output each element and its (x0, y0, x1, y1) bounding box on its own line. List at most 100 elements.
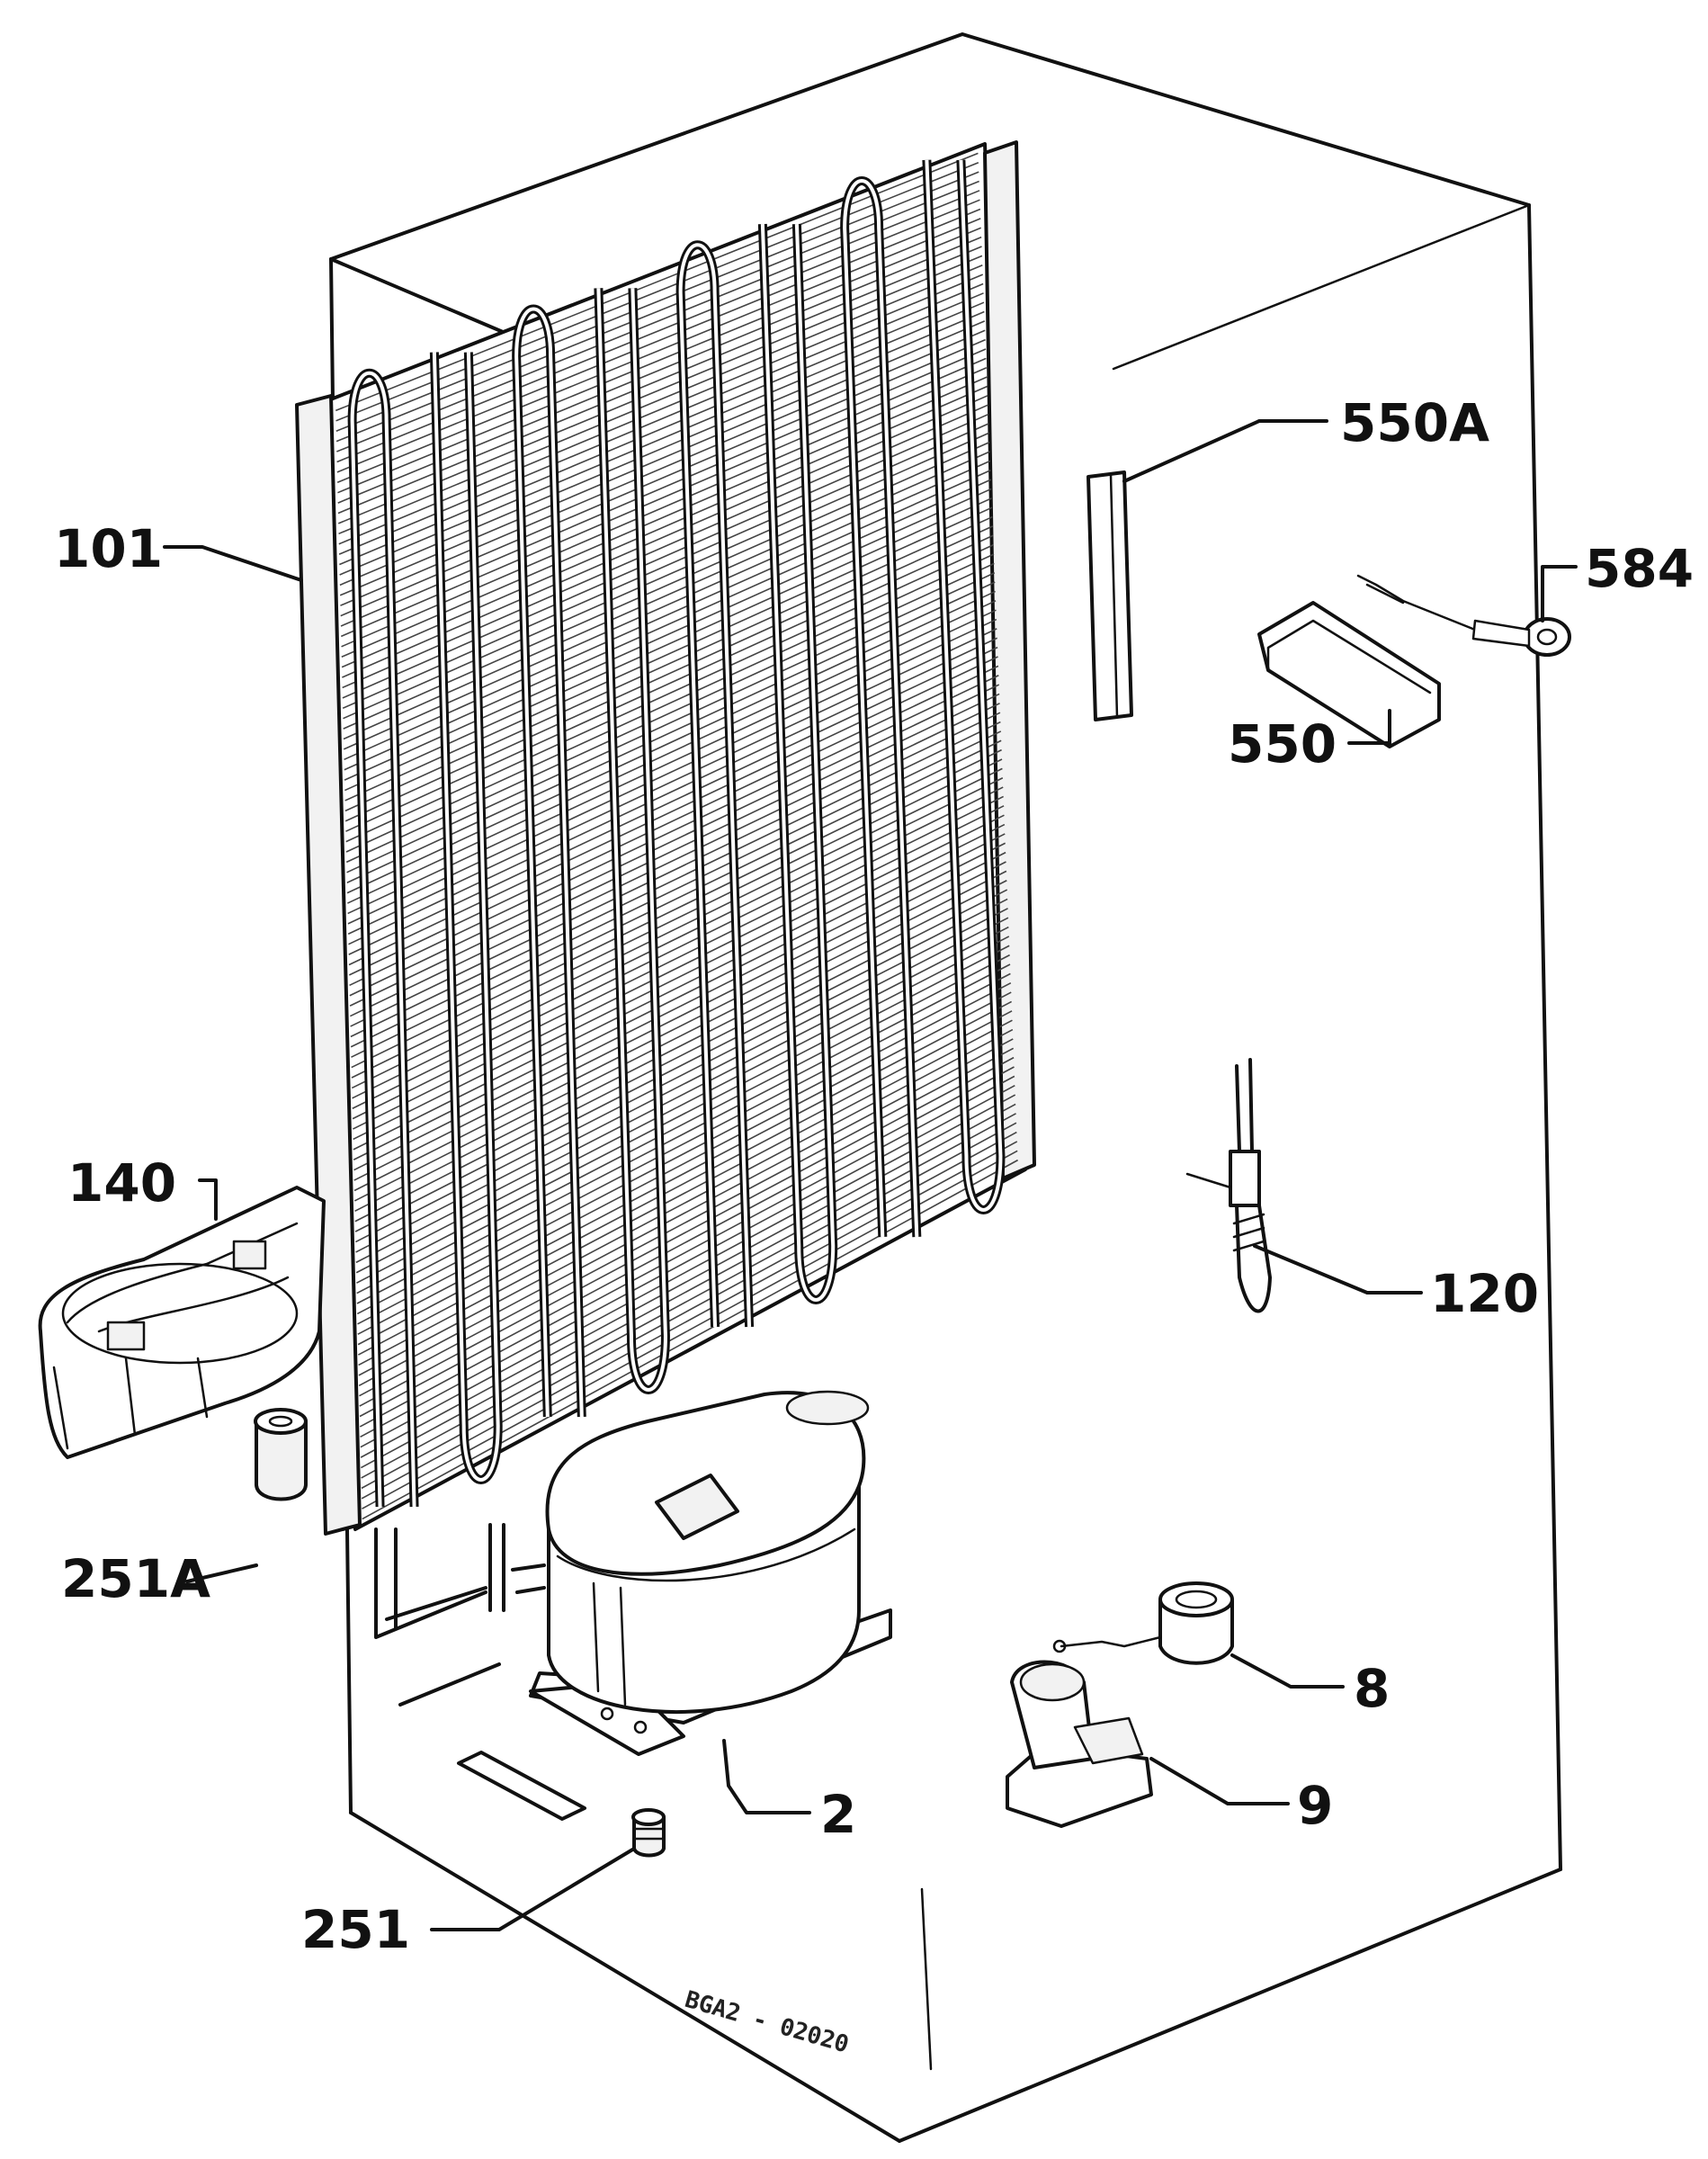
condenser-fin (359, 1075, 1015, 1428)
callout-584: 584 (1585, 538, 1694, 599)
thermostat-probe (1185, 1058, 1272, 1313)
condenser-tube (925, 159, 1003, 1212)
condenser-tube (760, 223, 836, 1302)
condenser-fin (343, 441, 990, 730)
condenser-fin (359, 1066, 1015, 1418)
condenser-fin (348, 665, 999, 976)
condenser-fin (340, 338, 986, 617)
condenser-fin (355, 936, 1010, 1274)
condenser-fin (356, 972, 1011, 1315)
condenser-fin (347, 618, 997, 925)
leader-lines (163, 419, 1578, 1931)
condenser-fin (361, 1122, 1017, 1479)
condenser-fin (359, 1056, 1015, 1407)
condenser-fin (349, 675, 999, 987)
condenser-fin (353, 870, 1007, 1202)
compressor (511, 1390, 892, 1756)
condenser-coil (295, 140, 1036, 1639)
condenser-fin (356, 954, 1010, 1295)
condenser-tube (678, 243, 752, 1328)
condenser-fin (361, 1131, 1017, 1490)
condenser-fin (354, 908, 1008, 1243)
condenser-fin (350, 712, 1001, 1027)
condenser-fin (354, 880, 1007, 1213)
condenser-fin (344, 497, 992, 792)
condenser-fin (342, 413, 989, 699)
condenser-fin (351, 748, 1002, 1069)
condenser-fin (338, 282, 984, 555)
condenser-fin (341, 376, 988, 658)
condenser-fin (357, 982, 1012, 1325)
condenser-fin (347, 609, 997, 915)
condenser-fin (335, 161, 979, 422)
callout-550A: 550A (1340, 392, 1489, 453)
condenser-fin (336, 218, 981, 484)
condenser-fin (360, 1103, 1016, 1458)
condenser-fin (338, 273, 984, 545)
condenser-fin (355, 926, 1009, 1264)
condenser-fin (351, 758, 1003, 1079)
condenser-fin (342, 423, 989, 710)
grommet-251A (254, 1408, 308, 1501)
condenser-fin (359, 1047, 1015, 1397)
condenser-fin (339, 292, 984, 566)
condenser-fin (344, 525, 994, 822)
condenser-fin (342, 395, 988, 678)
condenser-fin (346, 572, 996, 873)
condenser-fin (342, 404, 988, 689)
condenser-fin (337, 255, 983, 524)
condenser-fin (336, 199, 980, 463)
condenser-fin (344, 479, 992, 771)
condenser-fin (360, 1113, 1016, 1469)
condenser-fin (358, 1028, 1014, 1376)
rubber-foot-251 (631, 1808, 666, 1858)
condenser-fin (348, 656, 998, 966)
condenser-fin (340, 329, 986, 606)
condenser-fin (345, 543, 994, 843)
drip-tray (38, 1186, 326, 1459)
condenser-fin (356, 963, 1011, 1304)
callout-550: 550 (1228, 713, 1337, 775)
condenser-fin (344, 488, 992, 781)
condenser-fin (349, 684, 1000, 997)
callout-140: 140 (67, 1152, 176, 1214)
mounting-strips (385, 1586, 586, 1821)
condenser-fin (338, 264, 983, 535)
condenser-fin (346, 581, 996, 883)
condenser-fin (343, 451, 990, 740)
condenser-fin (352, 777, 1004, 1099)
condenser-fin (344, 506, 993, 802)
condenser-fin (335, 171, 979, 432)
condenser-fin (347, 628, 997, 935)
condenser-fin (357, 991, 1012, 1335)
starter-relay (1006, 1660, 1153, 1828)
callout-251A: 251A (61, 1548, 210, 1609)
condenser-fin (353, 861, 1006, 1192)
condenser-fin (348, 646, 998, 955)
condenser-fin (360, 1094, 1016, 1448)
callout-251: 251 (301, 1899, 410, 1960)
condenser-fin (343, 432, 990, 720)
condenser-fin (357, 1000, 1013, 1346)
condenser-fin (353, 823, 1006, 1151)
condenser-fin (356, 945, 1010, 1284)
condenser-fin (352, 786, 1004, 1109)
condenser-fin (353, 833, 1006, 1160)
condenser-fin (353, 851, 1006, 1181)
condenser-fin (346, 590, 996, 894)
condenser-fin (351, 739, 1002, 1058)
condenser-tube (596, 288, 667, 1392)
cover-strip-550A (1087, 470, 1133, 721)
condenser-fin (345, 553, 995, 853)
condenser-fin (347, 600, 997, 904)
condenser-fin (350, 721, 1001, 1038)
callout-8: 8 (1354, 1658, 1390, 1719)
condenser-fin (353, 814, 1005, 1141)
callout-2: 2 (820, 1784, 856, 1845)
drawing-code: BGA2 - 02020 (682, 1986, 852, 2059)
condenser-fin (353, 842, 1006, 1171)
condenser-fin (355, 917, 1009, 1253)
condenser-fin (361, 1141, 1018, 1500)
condenser-fin (341, 385, 988, 668)
